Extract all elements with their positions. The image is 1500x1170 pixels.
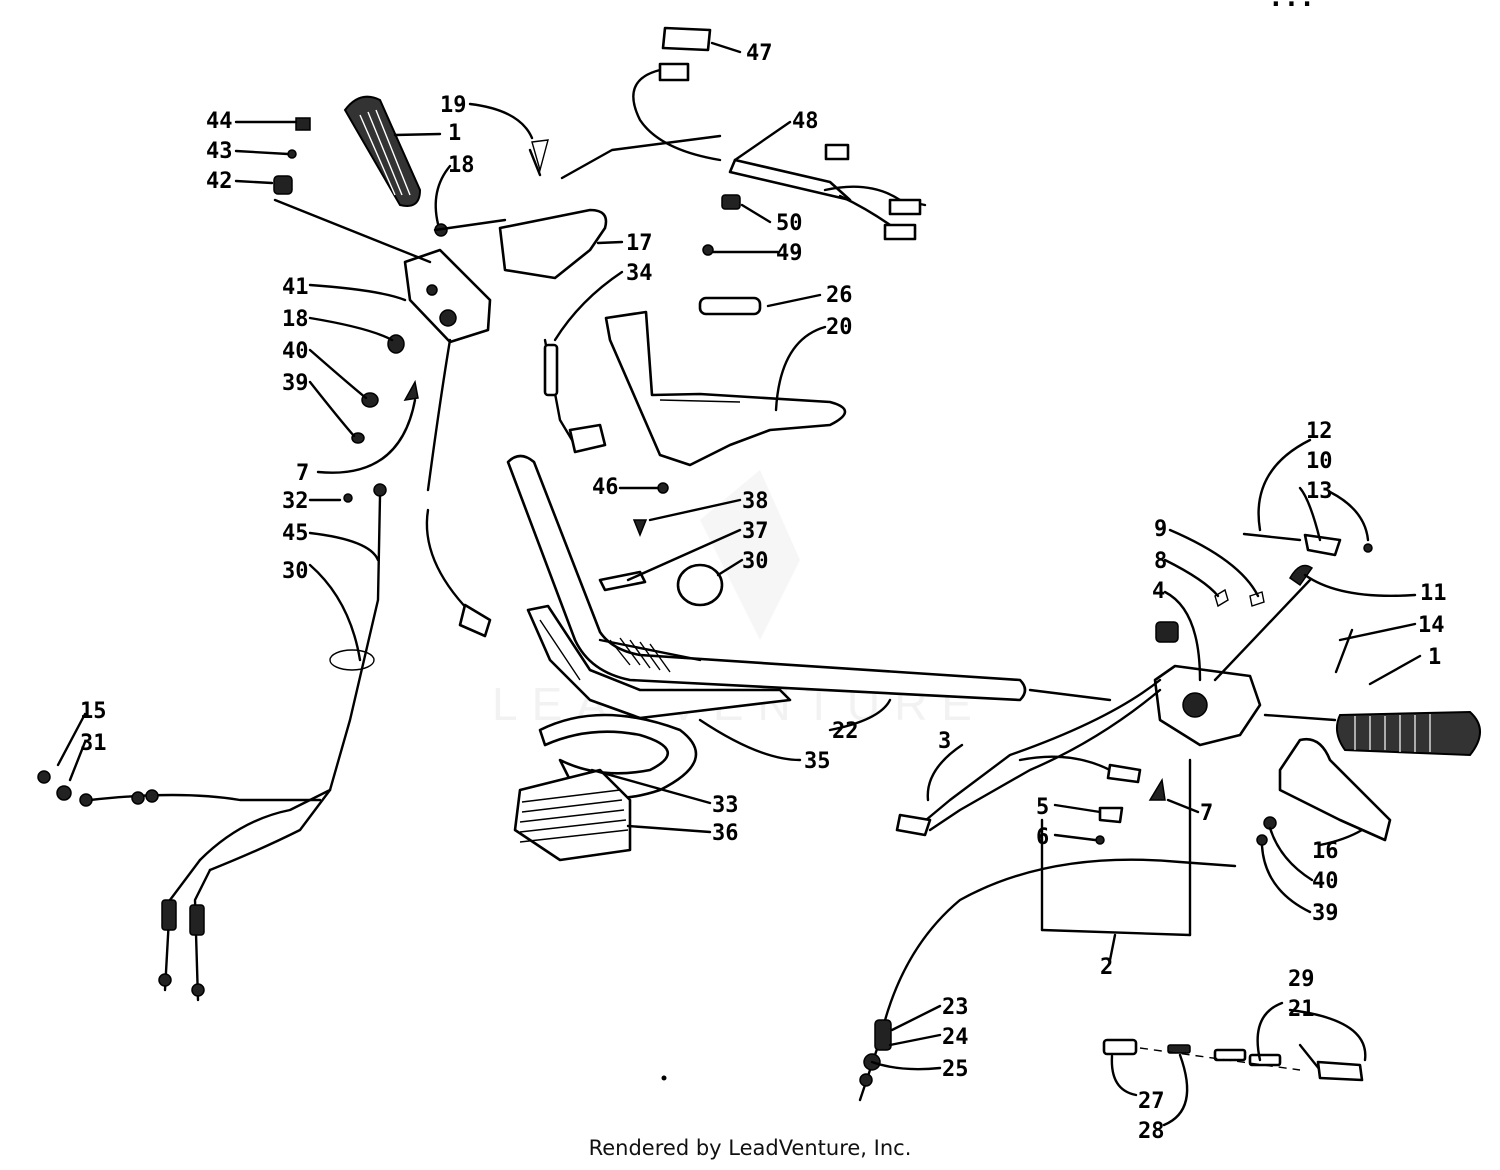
- callout-31: 31: [80, 731, 107, 756]
- callout-32: 32: [282, 489, 309, 514]
- callout-25: 25: [942, 1057, 969, 1082]
- console: [604, 296, 847, 467]
- callout-46: 46: [592, 475, 619, 500]
- callout-44: 44: [206, 109, 233, 134]
- callout-48: 48: [792, 109, 819, 134]
- callout-9: 9: [1154, 517, 1167, 542]
- speck: [661, 1075, 667, 1081]
- callout-11: 11: [1420, 581, 1447, 606]
- throttle-cable: [37, 483, 387, 1002]
- throttle-cable-right: [858, 758, 1237, 1102]
- callout-43: 43: [206, 139, 233, 164]
- callout-17: 17: [626, 231, 653, 256]
- callout-18: 18: [448, 153, 475, 178]
- callout-5: 5: [1036, 795, 1049, 820]
- footer-credit: Rendered by LeadVenture, Inc.: [588, 1136, 912, 1160]
- callout-24: 24: [942, 1025, 969, 1050]
- right-harness: [895, 678, 1166, 845]
- left-grip: [343, 95, 422, 207]
- left-harness: [425, 338, 492, 638]
- callout-40b: 40: [1312, 869, 1339, 894]
- callout-23: 23: [942, 995, 969, 1020]
- callout-18b: 18: [282, 307, 309, 332]
- callout-38: 38: [742, 489, 769, 514]
- left-switch-housing: [403, 248, 492, 344]
- callout-30b: 30: [742, 549, 769, 574]
- callout-50: 50: [776, 211, 803, 236]
- callout-1b: 1: [1428, 645, 1441, 670]
- leader-lines: [56, 41, 1422, 1127]
- callout-6: 6: [1036, 825, 1049, 850]
- callout-47: 47: [746, 41, 773, 66]
- callout-14: 14: [1418, 613, 1445, 638]
- right-switch-housing: [1028, 532, 1373, 747]
- callout-40: 40: [282, 339, 309, 364]
- callouts: 1 18 19 44 43 42 47 48 50 49 17 34 26 20…: [80, 41, 1447, 1144]
- callout-37: 37: [742, 519, 769, 544]
- right-brake-lever: [1256, 737, 1392, 846]
- callout-16: 16: [1312, 839, 1339, 864]
- top-harness: [632, 26, 927, 256]
- callout-45: 45: [282, 521, 309, 546]
- callout-41: 41: [282, 275, 309, 300]
- callout-28: 28: [1138, 1119, 1165, 1144]
- callout-19: 19: [440, 93, 467, 118]
- callout-27: 27: [1138, 1089, 1165, 1114]
- callout-4: 4: [1152, 579, 1165, 604]
- callout-3: 3: [938, 729, 951, 754]
- callout-7: 7: [296, 461, 309, 486]
- handlebar-bracket: [526, 604, 792, 720]
- callout-20: 20: [826, 315, 853, 340]
- handlebar: [506, 454, 1027, 702]
- callout-13: 13: [1306, 479, 1333, 504]
- kill-switch-wire: [543, 338, 607, 454]
- callout-12: 12: [1306, 419, 1333, 444]
- bottom-right-parts: [1102, 1038, 1364, 1082]
- callout-39: 39: [282, 371, 309, 396]
- callout-39b: 39: [1312, 901, 1339, 926]
- callout-35: 35: [804, 749, 831, 774]
- callout-30: 30: [282, 559, 309, 584]
- callout-42: 42: [206, 169, 233, 194]
- callout-1: 1: [448, 121, 461, 146]
- right-grip: [1263, 628, 1481, 757]
- clamp-parts: [598, 519, 724, 607]
- callout-10: 10: [1306, 449, 1333, 474]
- callout-34: 34: [626, 261, 653, 286]
- header-fragment: ...: [1268, 0, 1315, 13]
- callout-49: 49: [776, 241, 803, 266]
- callout-29: 29: [1288, 967, 1315, 992]
- brake-lever: [498, 134, 722, 280]
- callout-7b: 7: [1200, 801, 1213, 826]
- callout-21: 21: [1288, 997, 1315, 1022]
- callout-33: 33: [712, 793, 739, 818]
- callout-36: 36: [712, 821, 739, 846]
- pad: [513, 768, 632, 862]
- callout-26: 26: [826, 283, 853, 308]
- callout-8: 8: [1154, 549, 1167, 574]
- callout-2: 2: [1100, 955, 1113, 980]
- callout-15: 15: [80, 699, 107, 724]
- callout-22: 22: [832, 719, 859, 744]
